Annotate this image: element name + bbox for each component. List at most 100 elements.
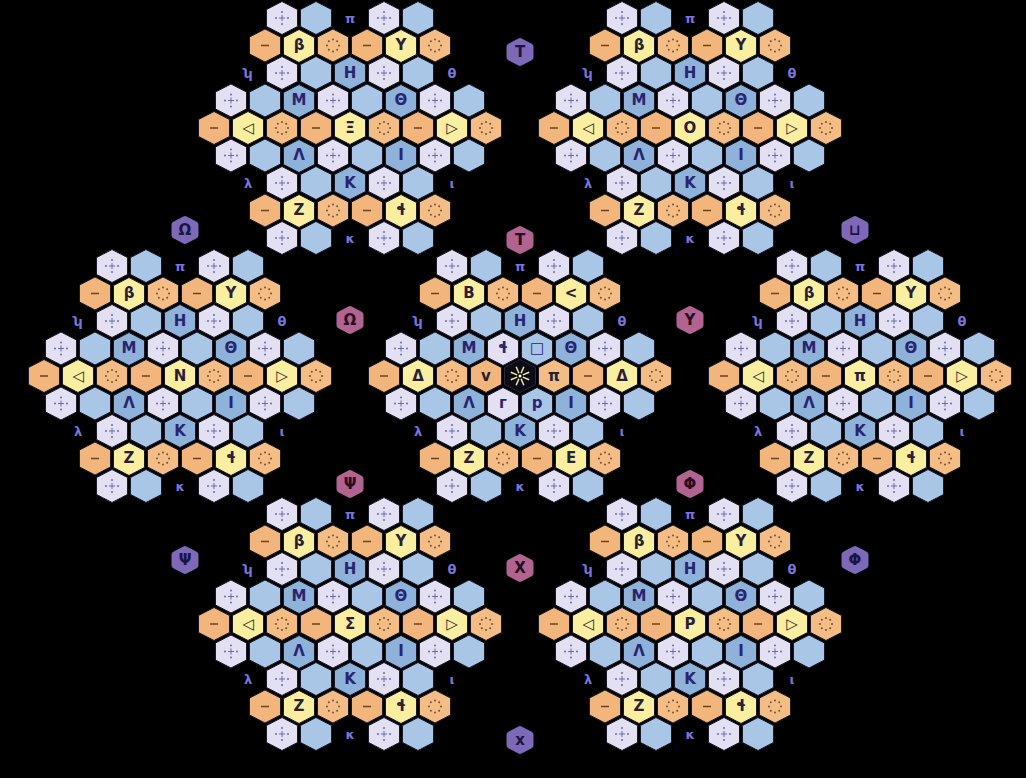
plus-dots-icon <box>615 562 629 576</box>
icon-dot <box>938 348 940 350</box>
dash-icon <box>533 293 541 295</box>
icon-dot <box>661 375 663 377</box>
icon-dot <box>389 568 391 570</box>
letter-tile: ▷ <box>776 111 808 145</box>
hex-tile <box>403 2 434 35</box>
icon-dot <box>508 293 510 295</box>
icon-dot <box>236 155 238 157</box>
dash-icon <box>601 45 609 47</box>
dash-icon <box>822 375 830 377</box>
plus-dots-icon <box>224 149 238 163</box>
hex-tile <box>420 332 451 365</box>
icon-dot <box>321 375 323 377</box>
hex-tile <box>420 580 451 613</box>
icon-dot <box>848 458 850 460</box>
icon-dot <box>311 371 313 373</box>
icon-dot <box>258 293 260 295</box>
plus-dots-icon <box>428 149 442 163</box>
icon-dot <box>723 243 725 245</box>
dotted-ring-icon <box>666 535 680 549</box>
icon-dot <box>105 430 107 432</box>
hex-outline <box>454 387 485 420</box>
icon-dot <box>268 453 270 455</box>
marker-outline <box>845 220 865 241</box>
icon-stroke <box>401 346 402 352</box>
icon-stroke <box>384 15 385 21</box>
edge-rune-label: κ <box>345 728 354 741</box>
icon-dot <box>729 678 731 680</box>
hex-tile <box>743 112 774 145</box>
dotted-ring-icon <box>496 452 510 466</box>
icon-dot <box>564 100 566 102</box>
icon-dot <box>311 379 313 381</box>
letter-tile: ◁ <box>742 359 774 393</box>
icon-dot <box>627 237 629 239</box>
icon-dot <box>559 485 561 487</box>
tile-letter: Λ <box>633 148 645 163</box>
icon-stroke <box>214 483 215 489</box>
icon-dot <box>489 619 491 621</box>
hex-tile <box>658 139 689 172</box>
icon-dot <box>162 354 164 356</box>
edge-rune-label: ι <box>280 425 285 438</box>
icon-dot <box>774 39 776 41</box>
icon-dot <box>627 17 629 19</box>
icon-dot <box>498 453 500 455</box>
hex-outline <box>437 112 468 145</box>
dash-icon <box>363 706 371 708</box>
icon-dot <box>336 40 338 42</box>
hex-tile <box>556 139 587 172</box>
icon-dot <box>717 513 719 515</box>
icon-dot <box>383 629 385 631</box>
edge-rune-label: ʮ <box>244 563 253 576</box>
hex-outline <box>335 663 366 696</box>
icon-dot <box>570 106 572 108</box>
letter-tile: K <box>674 662 706 696</box>
edge-rune-label: λ <box>754 425 762 438</box>
icon-dot <box>502 299 504 301</box>
edge-rune-label: θ <box>448 67 457 80</box>
icon-dot <box>893 424 895 426</box>
plus-dots-icon <box>615 231 629 245</box>
plus-dots-icon <box>326 149 340 163</box>
dotted-ring-icon <box>377 121 391 135</box>
hex-tile <box>267 663 298 696</box>
icon-dot <box>842 342 844 344</box>
hex-tile <box>522 277 553 310</box>
icon-dot <box>219 320 221 322</box>
icon-dot <box>893 326 895 328</box>
edge-rune-label: κ <box>685 232 694 245</box>
tile-letter: K <box>684 672 696 687</box>
icon-dot <box>207 320 209 322</box>
hex-tile <box>267 167 298 200</box>
icon-dot <box>377 17 379 19</box>
hex-outline <box>488 332 519 365</box>
icon-dot <box>897 371 899 373</box>
icon-stroke <box>843 346 844 352</box>
icon-dot <box>315 369 317 371</box>
hex-tile <box>760 580 791 613</box>
edge-rune-label: κ <box>515 480 524 493</box>
icon-dot <box>506 297 508 299</box>
tile-letter: г <box>499 396 507 411</box>
letter-tile: H <box>844 304 876 338</box>
tile-letter: H <box>514 314 527 329</box>
icon-dot <box>287 733 289 735</box>
dotted-ring-icon <box>275 121 289 135</box>
icon-dot <box>387 123 389 125</box>
plus-dots-icon <box>377 727 391 741</box>
icon-dot <box>740 342 742 344</box>
letter-tile: Y <box>725 525 757 559</box>
icon-dot <box>717 237 719 239</box>
hex-tile <box>556 580 587 613</box>
letter-tile: ɬ <box>385 194 417 228</box>
hex-tile <box>284 332 315 365</box>
icon-dot <box>485 629 487 631</box>
tile-letter: M <box>462 341 477 356</box>
icon-dot <box>236 596 238 598</box>
plus-dots-icon <box>598 342 612 356</box>
icon-dot <box>836 293 838 295</box>
icon-dot <box>846 288 848 290</box>
icon-dot <box>598 403 600 405</box>
hex-tile <box>199 470 230 503</box>
